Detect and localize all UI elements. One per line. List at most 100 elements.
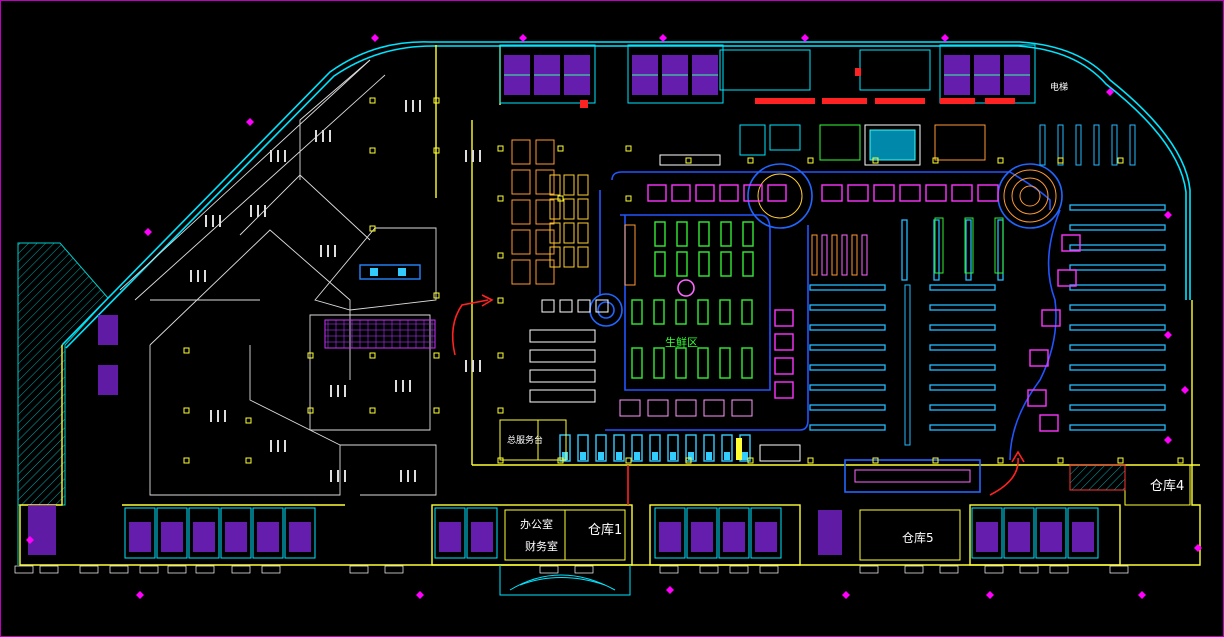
annotation-mark bbox=[334, 245, 336, 257]
checkout-lane bbox=[703, 434, 715, 462]
display-table bbox=[774, 357, 794, 375]
label-elevator: 电梯 bbox=[1050, 81, 1068, 93]
column bbox=[433, 147, 440, 154]
checkout-lane bbox=[577, 434, 589, 462]
column bbox=[807, 157, 814, 164]
column bbox=[183, 347, 190, 354]
display-table bbox=[1041, 309, 1061, 327]
core-frame bbox=[499, 44, 596, 104]
pillar-marker bbox=[371, 34, 379, 42]
annotation-mark bbox=[204, 270, 206, 282]
label-front-desk: 总服务台 bbox=[507, 434, 543, 446]
core-frame bbox=[284, 507, 316, 559]
display-table bbox=[925, 184, 947, 202]
pillar-marker bbox=[1106, 88, 1114, 96]
dimension-tag bbox=[1019, 565, 1039, 574]
checkout-counter bbox=[670, 452, 676, 460]
produce-bin bbox=[964, 217, 974, 274]
column bbox=[625, 457, 632, 464]
dimension-tag bbox=[904, 565, 924, 574]
produce-bin bbox=[675, 299, 687, 325]
annotation-mark bbox=[329, 130, 331, 142]
rack bbox=[549, 198, 561, 220]
produce-bin bbox=[676, 221, 688, 247]
column bbox=[497, 297, 504, 304]
column bbox=[1057, 157, 1064, 164]
pillar-marker bbox=[1164, 436, 1172, 444]
column bbox=[685, 457, 692, 464]
column bbox=[1117, 157, 1124, 164]
shelf bbox=[933, 219, 940, 281]
shelf bbox=[841, 234, 848, 276]
column bbox=[433, 292, 440, 299]
shelf bbox=[1069, 324, 1166, 331]
annotation-mark bbox=[190, 270, 192, 282]
dimension-tag bbox=[14, 565, 34, 574]
display-table bbox=[899, 184, 921, 202]
shelf bbox=[1069, 364, 1166, 371]
label-finance: 财务室 bbox=[525, 539, 558, 553]
bottom-rooms bbox=[499, 419, 1191, 561]
curved-perimeter-fixtures bbox=[1027, 234, 1081, 432]
pillar-marker bbox=[842, 591, 850, 599]
hatched-ramp-area bbox=[17, 242, 109, 565]
annotation-mark bbox=[210, 410, 212, 422]
produce-bin bbox=[631, 299, 643, 325]
column bbox=[497, 352, 504, 359]
column bbox=[433, 407, 440, 414]
parking-equipment bbox=[324, 264, 436, 349]
produce-bin bbox=[742, 221, 754, 247]
dimension-tag bbox=[167, 565, 187, 574]
core-frame bbox=[466, 507, 498, 559]
produce-bin bbox=[654, 251, 666, 277]
core-frame bbox=[124, 507, 156, 559]
label-warehouse-4: 仓库4 bbox=[1150, 478, 1184, 494]
top-stair-cores bbox=[499, 44, 1036, 104]
display-table bbox=[647, 184, 667, 202]
column bbox=[807, 457, 814, 464]
shelf bbox=[811, 234, 818, 276]
produce-bin bbox=[631, 347, 643, 379]
produce-bin bbox=[720, 221, 732, 247]
core-frame bbox=[1035, 507, 1067, 559]
parking-ramps bbox=[119, 59, 437, 496]
shelf bbox=[1069, 424, 1166, 431]
display-table bbox=[847, 184, 869, 202]
checkout-lane bbox=[649, 434, 661, 462]
pillar-marker bbox=[941, 34, 949, 42]
shelf bbox=[997, 219, 1004, 281]
annotation-mark bbox=[395, 380, 397, 392]
annotation-mark bbox=[205, 215, 207, 227]
pillar-marker bbox=[519, 34, 527, 42]
pillar-marker bbox=[1164, 331, 1172, 339]
core-frame bbox=[750, 507, 782, 559]
label-warehouse-1: 仓库1 bbox=[588, 522, 622, 538]
core-frame bbox=[220, 507, 252, 559]
display-table bbox=[647, 399, 669, 417]
annotation-mark bbox=[465, 150, 467, 162]
label-warehouse-5: 仓库5 bbox=[902, 530, 934, 545]
pillar-marker bbox=[986, 591, 994, 599]
annotation-mark bbox=[264, 205, 266, 217]
shelf bbox=[965, 219, 972, 281]
shelf bbox=[1069, 344, 1166, 351]
pillar-marker bbox=[136, 591, 144, 599]
annotation-mark bbox=[337, 470, 339, 482]
display-table bbox=[529, 389, 596, 403]
core-frame bbox=[252, 507, 284, 559]
checkout-lane bbox=[613, 434, 625, 462]
display-table bbox=[977, 184, 999, 202]
column bbox=[245, 457, 252, 464]
shelf bbox=[1069, 404, 1166, 411]
dimension-tags bbox=[14, 565, 1129, 574]
red-counters bbox=[580, 68, 1015, 108]
dimension-tag bbox=[574, 565, 594, 574]
produce-bin bbox=[994, 217, 1004, 274]
pillar-marker bbox=[801, 34, 809, 42]
produce-bin bbox=[720, 251, 732, 277]
checkout-lane bbox=[721, 434, 733, 462]
rack bbox=[549, 246, 561, 268]
shelf bbox=[861, 234, 868, 276]
display-table bbox=[529, 369, 596, 383]
annotation-mark bbox=[224, 410, 226, 422]
